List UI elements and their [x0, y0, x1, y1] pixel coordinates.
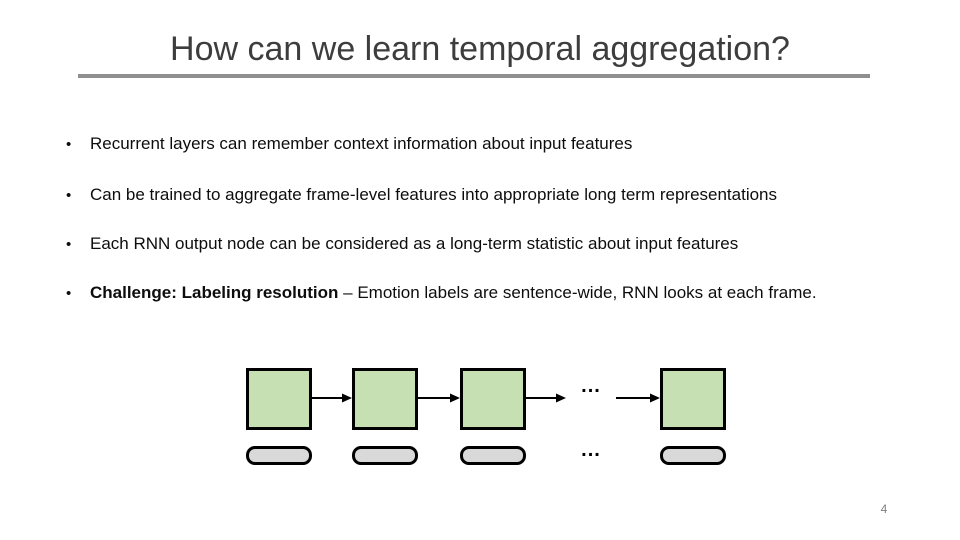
bullet-text: Recurrent layers can remember context in… — [90, 134, 633, 153]
arrow-right-icon — [616, 393, 660, 403]
bullet-item-2: • Can be trained to aggregate frame-level… — [66, 184, 920, 206]
rnn-input-2 — [352, 446, 418, 465]
bullet-marker: • — [66, 236, 72, 253]
bullet-text: – Emotion labels are sentence-wide, RNN … — [338, 283, 817, 302]
bullet-item-1: • Recurrent layers can remember context i… — [66, 133, 920, 155]
rnn-input-3 — [460, 446, 526, 465]
rnn-input-4 — [660, 446, 726, 465]
bullet-item-4: • Challenge: Labeling resolution – Emotio… — [66, 282, 920, 304]
arrow-right-icon — [418, 393, 460, 403]
bullet-text: Each RNN output node can be considered a… — [90, 234, 739, 253]
bullet-marker: • — [66, 136, 72, 153]
rnn-cell-4 — [660, 368, 726, 430]
bullet-text-bold: Challenge: Labeling resolution — [90, 283, 339, 302]
arrow-right-icon — [312, 393, 352, 403]
rnn-cell-2 — [352, 368, 418, 430]
bullet-marker: • — [66, 187, 72, 204]
arrow-right-icon — [526, 393, 566, 403]
rnn-cell-3 — [460, 368, 526, 430]
bullet-text: Can be trained to aggregate frame-level … — [90, 185, 778, 204]
title-underline — [78, 74, 870, 78]
slide-title: How can we learn temporal aggregation? — [170, 30, 790, 68]
rnn-cell-1 — [246, 368, 312, 430]
bullet-marker: • — [66, 285, 72, 302]
rnn-input-1 — [246, 446, 312, 465]
ellipsis-inputs: ... — [581, 439, 601, 461]
bullet-item-3: • Each RNN output node can be considered … — [66, 233, 920, 255]
page-number: 4 — [880, 502, 888, 516]
ellipsis-cells: ... — [581, 375, 601, 397]
